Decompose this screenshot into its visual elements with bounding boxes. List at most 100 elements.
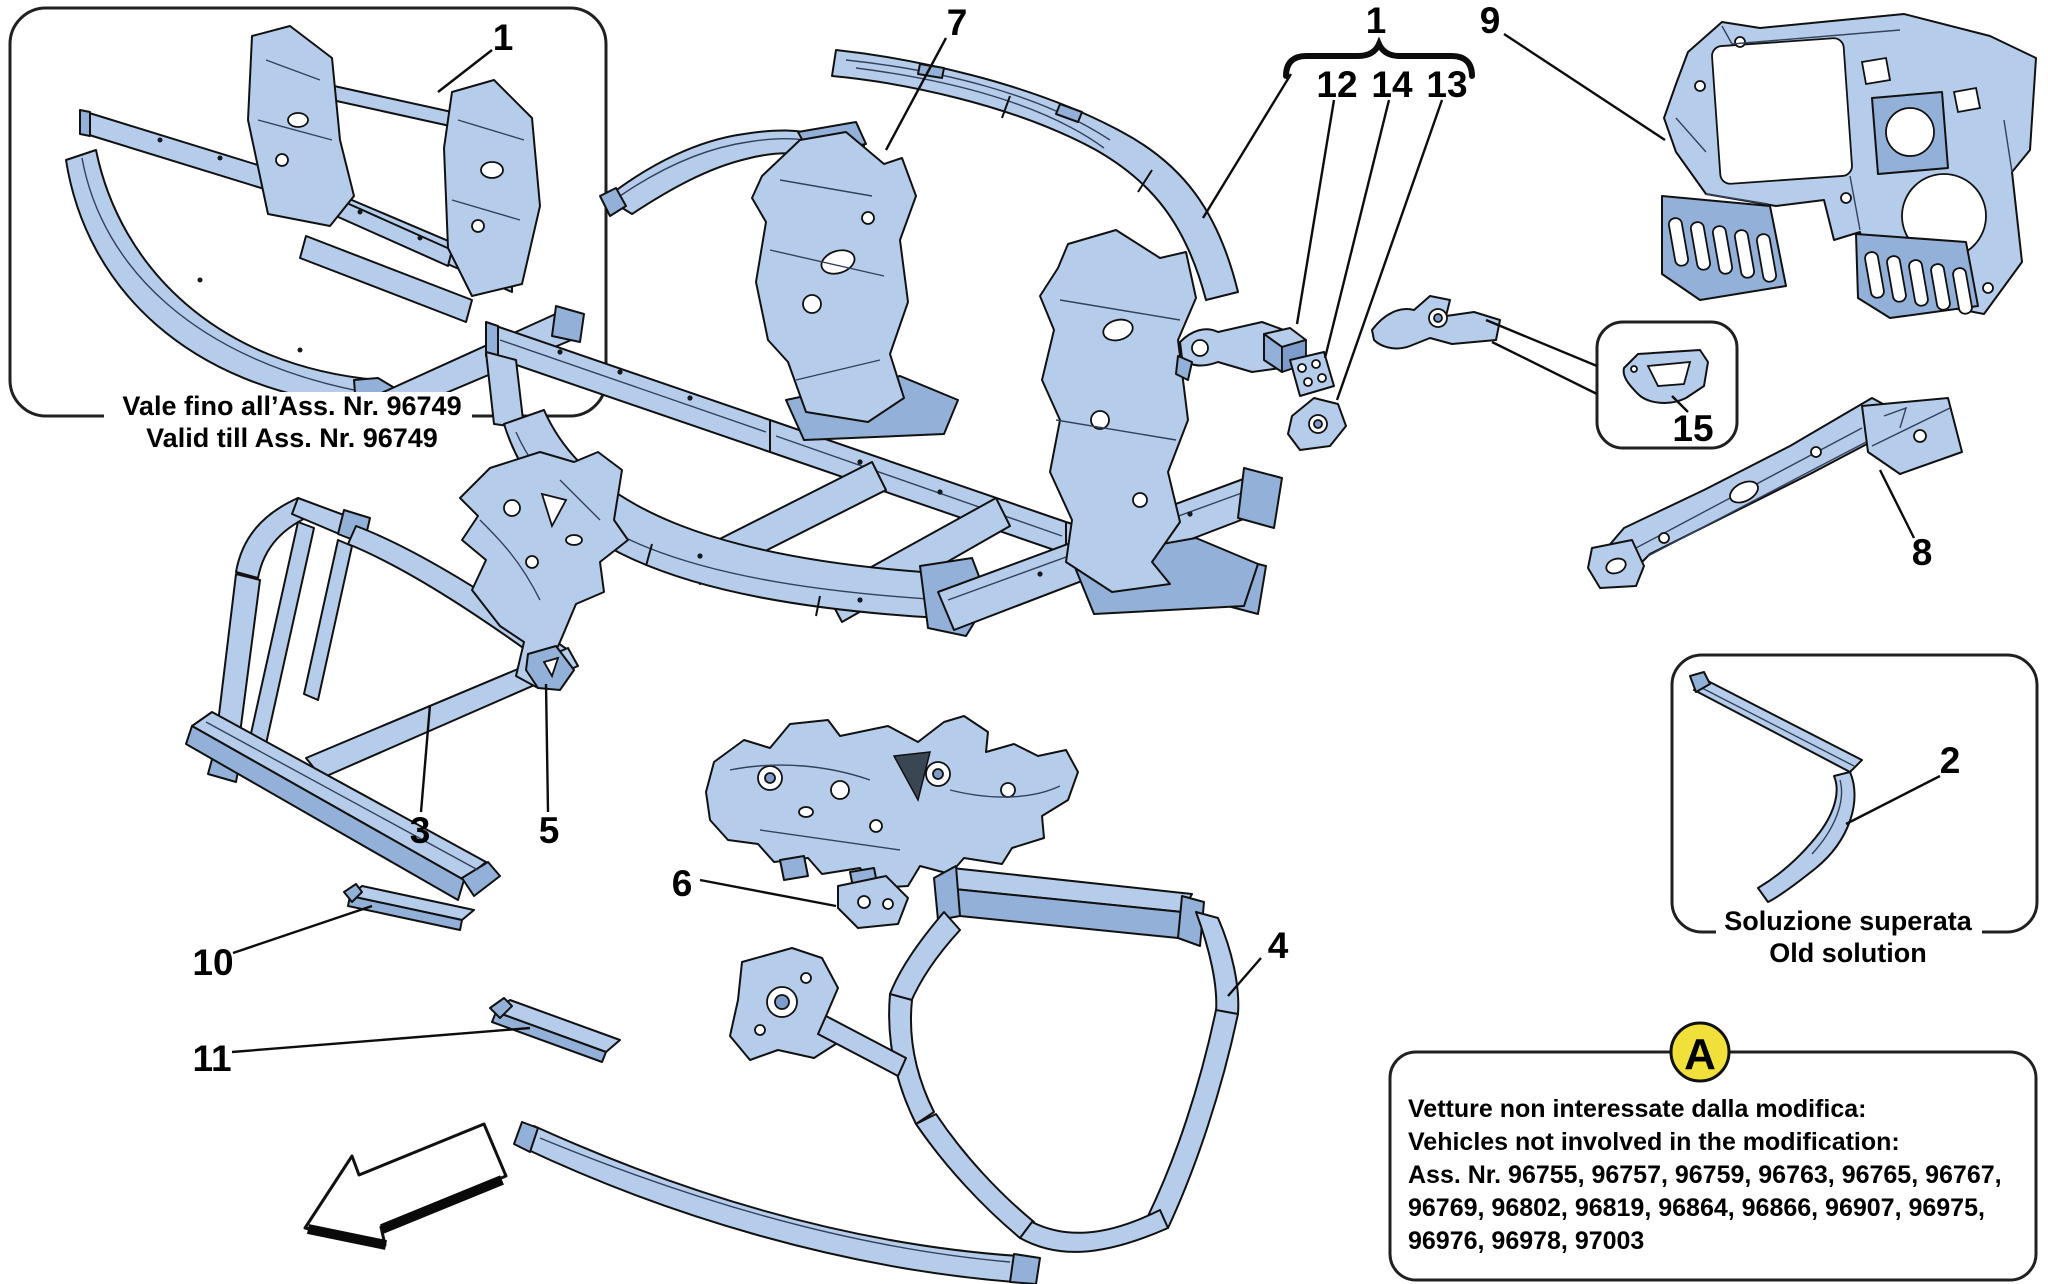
hole bbox=[1605, 557, 1627, 575]
brace-tube bbox=[303, 539, 353, 701]
leader-line-8 bbox=[1878, 469, 1916, 539]
note-line-3: Ass. Nr. 96755, 96757, 96759, 96763, 967… bbox=[1408, 1161, 2002, 1189]
outline bbox=[1039, 229, 1197, 593]
hole bbox=[1132, 492, 1148, 508]
strip-front bbox=[491, 1011, 607, 1063]
caption-backing bbox=[104, 392, 472, 424]
hole bbox=[275, 153, 289, 167]
hook bbox=[1175, 355, 1193, 381]
leader-line-9 bbox=[1503, 32, 1666, 142]
leader-line-14 bbox=[1323, 99, 1391, 359]
joint-line bbox=[645, 543, 821, 617]
end-block bbox=[1237, 467, 1283, 529]
callout-13: 13 bbox=[1426, 64, 1467, 105]
tube bbox=[1019, 1209, 1169, 1253]
callout-1: 1 bbox=[1366, 0, 1387, 41]
callout-8: 8 bbox=[1912, 532, 1933, 573]
detail-line bbox=[1871, 406, 1951, 447]
flange bbox=[1177, 895, 1205, 947]
outline bbox=[831, 49, 1239, 301]
leader-line-12 bbox=[1295, 99, 1336, 325]
part-9-firewall bbox=[1661, 13, 2037, 319]
callout-3: 3 bbox=[410, 810, 431, 851]
badge-a-letter: A bbox=[1684, 1030, 1716, 1079]
direction-arrow bbox=[303, 1122, 508, 1250]
part-2-hook bbox=[1757, 771, 1856, 903]
part-5-bracket bbox=[459, 451, 629, 691]
outline bbox=[459, 451, 629, 689]
small-parts-cluster bbox=[1175, 295, 1501, 451]
hole bbox=[1630, 365, 1638, 373]
part-15-inset bbox=[1595, 320, 1739, 450]
old-solution-caption-it: Soluzione superata bbox=[1724, 906, 1973, 936]
callout-4: 4 bbox=[1268, 925, 1289, 966]
rail-cap bbox=[79, 109, 91, 137]
tab bbox=[1055, 103, 1083, 123]
outline bbox=[751, 131, 917, 423]
inset-border bbox=[1595, 320, 1739, 450]
notch bbox=[542, 656, 560, 679]
note-line-2: Vehicles not involved in the modificatio… bbox=[1408, 1128, 1900, 1156]
leader-line-part15-2 bbox=[1491, 340, 1598, 396]
arrow-shadow-edge bbox=[380, 1175, 504, 1234]
boss bbox=[1313, 419, 1323, 429]
end-cap bbox=[489, 997, 513, 1019]
window-opening bbox=[1711, 37, 1853, 185]
leader-line-15 bbox=[1671, 395, 1689, 413]
detail-line bbox=[1811, 779, 1843, 855]
hole bbox=[1646, 360, 1692, 387]
badge-a-circle bbox=[1669, 1021, 1731, 1083]
detail-line bbox=[619, 138, 821, 197]
leader-line-6 bbox=[699, 878, 837, 908]
detail-line bbox=[205, 721, 479, 871]
arrow-shadow-edge bbox=[306, 1224, 388, 1250]
top-rail bbox=[331, 85, 453, 127]
callout-6: 6 bbox=[672, 863, 693, 904]
skid-bar-front bbox=[185, 725, 465, 901]
detail-line bbox=[81, 157, 365, 393]
detail-line bbox=[451, 119, 525, 221]
end-cap bbox=[1009, 1253, 1041, 1284]
old-solution-caption-en: Old solution bbox=[1769, 938, 1926, 968]
part-4-subframe bbox=[513, 865, 1240, 1284]
hole bbox=[540, 492, 568, 529]
callout-1: 1 bbox=[493, 17, 514, 58]
apron-curved-beam bbox=[831, 49, 1239, 301]
cross-rail bbox=[299, 235, 473, 323]
note-box: A Vetture non interessate dalla modifica… bbox=[1388, 1021, 2038, 1282]
link-tube bbox=[817, 1015, 907, 1077]
joint-line bbox=[1001, 95, 1153, 193]
leader-line-1 bbox=[437, 49, 493, 93]
leader-line-3 bbox=[419, 704, 432, 813]
leader-line-11 bbox=[231, 1026, 531, 1054]
callout-12: 12 bbox=[1316, 64, 1357, 105]
end-cap bbox=[599, 187, 627, 217]
hole bbox=[861, 211, 875, 225]
outline bbox=[705, 715, 1079, 889]
callout-5: 5 bbox=[539, 810, 560, 851]
tube bbox=[1147, 1009, 1239, 1229]
skid-bar-cap bbox=[461, 861, 501, 897]
end-cap bbox=[513, 1121, 539, 1153]
hole bbox=[471, 219, 485, 233]
hole bbox=[802, 294, 822, 314]
leader-line-1 bbox=[1201, 73, 1293, 219]
note-line-1: Vetture non interessate dalla modifica: bbox=[1408, 1095, 1866, 1123]
shock-tower-left bbox=[751, 131, 959, 441]
part-10-strip bbox=[343, 883, 475, 931]
detail-line bbox=[769, 179, 885, 381]
detail-line bbox=[845, 59, 1111, 149]
hole bbox=[1729, 480, 1759, 504]
arrow-outline bbox=[303, 1122, 508, 1247]
note-line-4: 96769, 96802, 96819, 96864, 96866, 96907… bbox=[1408, 1194, 1985, 1222]
leader-line-10 bbox=[232, 904, 373, 955]
shock-tower-right bbox=[443, 79, 541, 297]
hole bbox=[1191, 339, 1209, 357]
shock-tower-right bbox=[1039, 229, 1259, 615]
callout-11: 11 bbox=[192, 1038, 231, 1079]
part-11-strip bbox=[489, 997, 621, 1063]
callout-group-brace bbox=[1283, 36, 1475, 79]
part-6-crossmember bbox=[705, 715, 1079, 929]
end-block bbox=[551, 305, 585, 343]
